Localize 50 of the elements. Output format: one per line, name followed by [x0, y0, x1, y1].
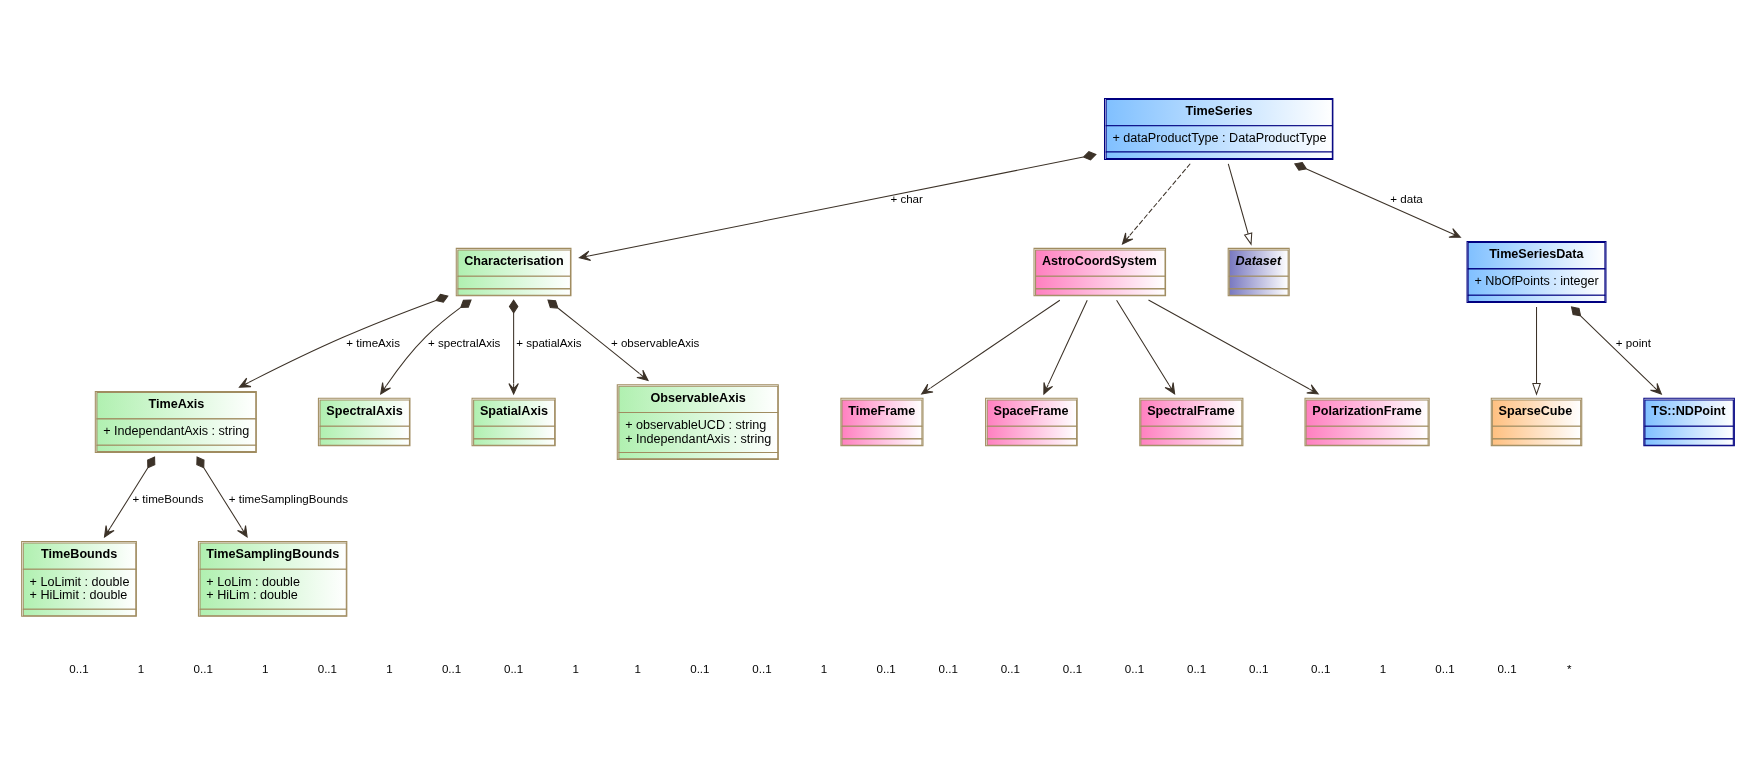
label: 0..1 [1186, 662, 1207, 675]
arrow [921, 299, 1061, 395]
edge-label: + point [1615, 336, 1651, 349]
arrow [1147, 299, 1319, 394]
arrow [508, 298, 519, 395]
arrow [380, 298, 472, 395]
arrow [1043, 299, 1088, 395]
edge-label: + timeSamplingBounds [228, 492, 349, 505]
edge-label: + timeAxis [346, 336, 400, 349]
label: 0..1 [69, 662, 89, 675]
edge-label: + spatialAxis [516, 336, 582, 349]
arrow [1227, 162, 1253, 246]
label: 0..1 [1124, 662, 1145, 675]
label: 0..1 [441, 662, 462, 675]
label: 1 [386, 662, 393, 675]
label: 1 [572, 662, 579, 675]
label: 0..1 [876, 662, 896, 675]
label: 0..1 [1311, 662, 1331, 675]
arrow [238, 293, 449, 388]
edge-label: + timeBounds [132, 492, 204, 505]
arrow [103, 455, 156, 538]
label: 0..1 [317, 662, 337, 675]
label: 1 [634, 662, 642, 675]
label: * [1566, 662, 1572, 675]
label: 0..1 [752, 662, 772, 675]
label: 0..1 [1435, 662, 1455, 675]
edge-label: + observableAxis [610, 336, 700, 349]
arrow [1570, 305, 1662, 395]
label: 1 [137, 662, 145, 675]
arrow [578, 150, 1097, 261]
label: 0..1 [1249, 662, 1269, 675]
label: 0..1 [690, 662, 710, 675]
label: 0..1 [938, 662, 958, 675]
edge-label: + data [1390, 192, 1423, 205]
label: 0..1 [1000, 662, 1020, 675]
label: 0..1 [1062, 662, 1083, 675]
label: 1 [820, 662, 828, 675]
label: 0..1 [503, 662, 524, 675]
arrow [1121, 162, 1191, 245]
arrow [1532, 306, 1541, 396]
edge-label: + spectralAxis [428, 336, 501, 349]
arrow [1116, 299, 1176, 395]
label: 1 [1379, 662, 1387, 675]
arrow [1293, 161, 1461, 238]
arrow [196, 455, 248, 538]
arrow [547, 299, 649, 381]
label: 0..1 [193, 662, 213, 675]
label: 1 [262, 662, 269, 675]
label: 0..1 [1497, 662, 1517, 675]
edge-label: + char [890, 192, 923, 205]
